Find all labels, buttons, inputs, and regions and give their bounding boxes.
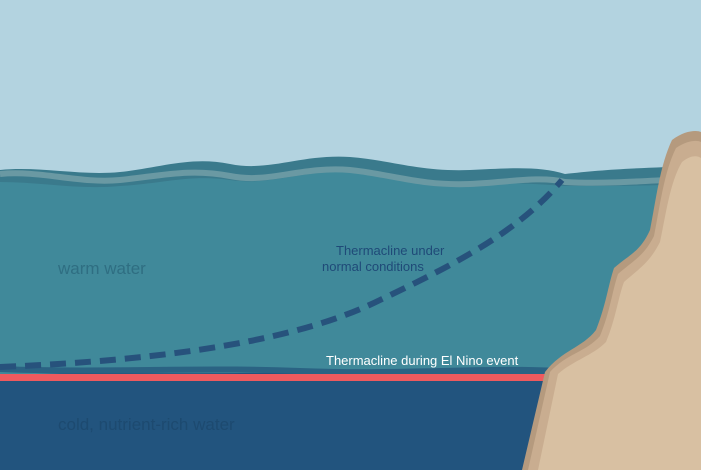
warm-water-label: warm water	[57, 259, 146, 278]
thermocline-normal-label-line1: Thermacline under	[336, 243, 445, 258]
thermocline-el-nino-label: Thermacline during El Nino event	[326, 353, 519, 368]
cold-water-edge	[0, 366, 560, 376]
surface-edge	[0, 166, 701, 188]
cliff	[538, 156, 701, 470]
thermocline-normal-dashed	[0, 178, 565, 370]
cold-water-label: cold, nutrient-rich water	[58, 415, 235, 434]
thermocline-el-nino-line	[0, 374, 570, 381]
cold-water-layer	[0, 371, 701, 470]
thermocline-normal-label-line2: normal conditions	[322, 259, 424, 274]
